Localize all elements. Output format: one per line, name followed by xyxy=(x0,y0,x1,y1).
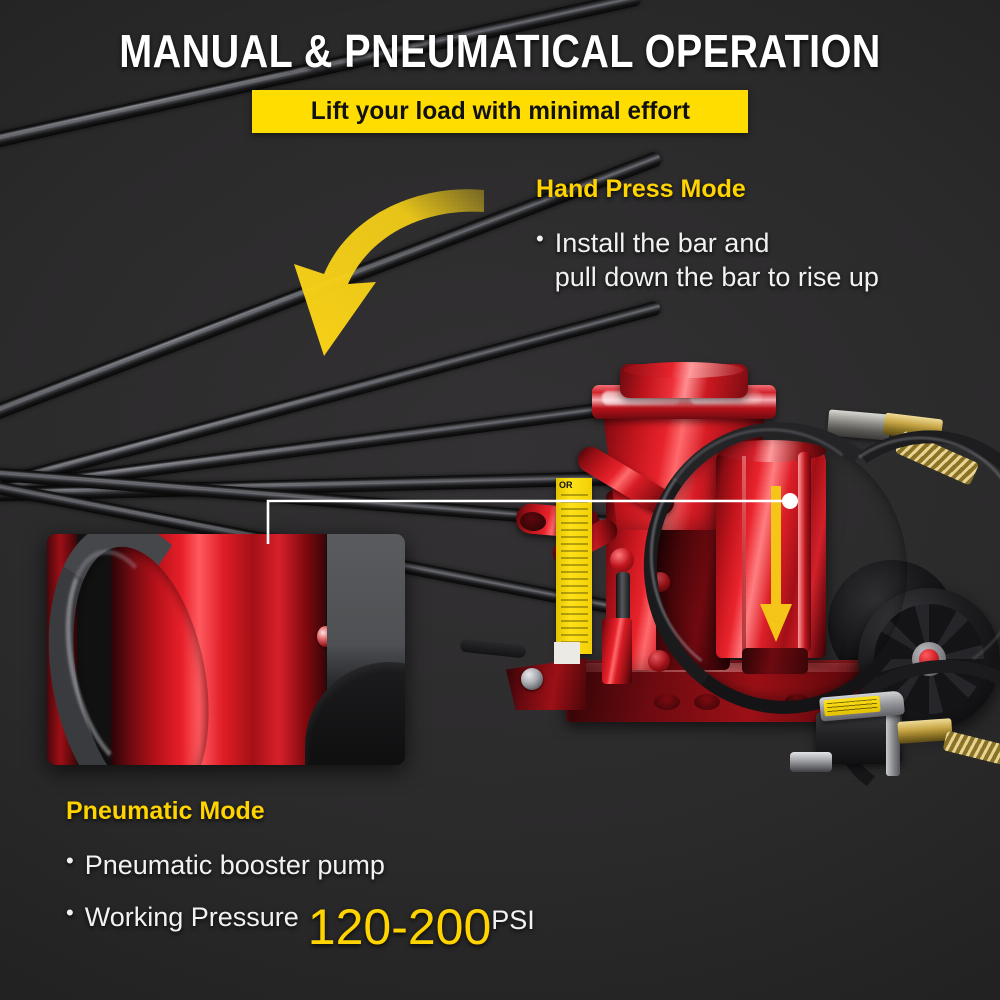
list-item: • Working Pressure 120-200 PSI xyxy=(66,900,535,952)
base-bolt-hole xyxy=(694,694,720,710)
jack-saddle-top xyxy=(624,362,744,378)
hand-press-mode-heading: Hand Press Mode xyxy=(536,175,746,203)
cylinder-seam xyxy=(742,456,746,652)
subtitle-text: Lift your load with minimal effort xyxy=(310,97,690,125)
bullet-marker: • xyxy=(66,848,74,873)
hydraulic-bottle-jack: OR xyxy=(459,360,1000,830)
inset-left-red-edge xyxy=(47,534,77,765)
pump-plunger-sleeve xyxy=(602,618,632,684)
air-valve-quick-connect xyxy=(790,752,832,772)
bullet-text: Pneumatic booster pump xyxy=(84,850,385,880)
air-valve-plate xyxy=(886,696,900,776)
linkage-pin xyxy=(648,650,670,672)
working-pressure-value: 120-200 xyxy=(307,899,492,956)
base-bolt-hole xyxy=(654,694,680,710)
base-arm-bolt xyxy=(521,668,543,690)
working-pressure-unit: PSI xyxy=(491,905,535,936)
bullet-text: Install the bar and pull down the bar to… xyxy=(555,226,879,294)
list-item: • Install the bar and pull down the bar … xyxy=(536,226,879,294)
cylinder-bottom-fitting xyxy=(742,648,808,674)
page-title: MANUAL & PNEUMATICAL OPERATION xyxy=(119,25,881,77)
linkage-pin xyxy=(610,548,634,572)
warning-label-brand: OR xyxy=(559,480,573,490)
warning-label-white-tab xyxy=(554,642,580,664)
list-item: • Pneumatic booster pump xyxy=(66,848,535,882)
warning-label: OR xyxy=(556,478,592,654)
bullet-marker: • xyxy=(66,900,74,926)
pneumatic-cylinder-down-arrow xyxy=(760,486,792,642)
pneumatic-bullet-list: • Pneumatic booster pump • Working Press… xyxy=(66,848,535,952)
bullet-line-1: Install the bar and xyxy=(554,228,770,258)
cylinder-side-rib xyxy=(798,452,811,652)
working-pressure-label: Working Pressure xyxy=(84,902,299,933)
linkage-pin xyxy=(650,572,670,592)
hand-press-bullet-list: • Install the bar and pull down the bar … xyxy=(536,226,879,294)
valve-sticker-microtext xyxy=(826,698,878,714)
warning-label-microtext xyxy=(561,494,588,644)
base-bolt-hole xyxy=(785,694,809,709)
zoom-callout-line xyxy=(266,493,798,544)
subtitle-banner: Lift your load with minimal effort xyxy=(252,90,748,133)
wheel-hub-cap xyxy=(919,649,939,669)
bullet-marker: • xyxy=(536,226,544,251)
pneumatic-mode-heading: Pneumatic Mode xyxy=(66,797,265,825)
bullet-line-2: pull down the bar to rise up xyxy=(554,262,879,293)
handle-pull-down-arrow xyxy=(294,189,484,356)
zoomed-cylinder-detail xyxy=(47,534,405,765)
jack-base-arm xyxy=(506,658,586,710)
air-hose-left-stub xyxy=(459,638,527,659)
inset-cylinder-surface xyxy=(111,534,326,765)
